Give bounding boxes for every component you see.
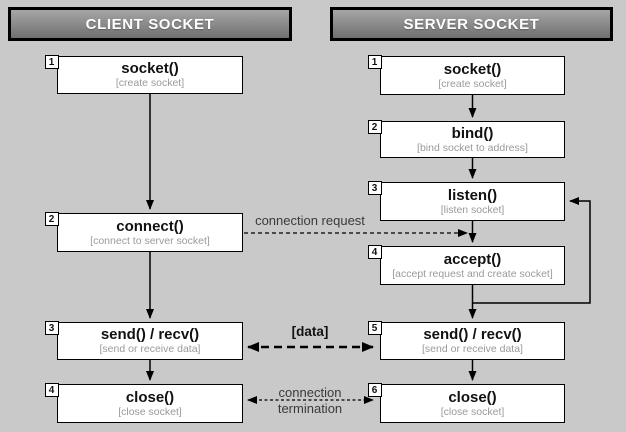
flow-box-server-accept: 4 accept()[accept request and create sock… bbox=[367, 245, 565, 285]
edge-label-termination-line2: termination bbox=[277, 401, 343, 416]
box-title: accept() bbox=[443, 250, 502, 268]
box-subtitle: [create socket] bbox=[438, 77, 507, 90]
box-title: close() bbox=[125, 388, 175, 406]
step-number-badge: 4 bbox=[367, 245, 382, 260]
box-title: connect() bbox=[116, 217, 184, 235]
flow-box-server-close: 6 close()[close socket] bbox=[367, 383, 565, 423]
edge-label-termination-line1: connection bbox=[278, 385, 342, 400]
box-subtitle: [connect to server socket] bbox=[90, 234, 210, 247]
step-number-badge: 5 bbox=[367, 321, 382, 336]
box-subtitle: [listen socket] bbox=[440, 203, 505, 216]
edge-label-data: [data] bbox=[291, 324, 329, 339]
client-socket-header: CLIENT SOCKET bbox=[8, 7, 292, 41]
box-subtitle: [send or receive data] bbox=[422, 343, 523, 355]
step-number-badge: 2 bbox=[44, 212, 59, 227]
box-title: close() bbox=[448, 388, 497, 406]
flow-box-server-listen: 3 listen()[listen socket] bbox=[367, 181, 565, 221]
box-title: bind() bbox=[451, 124, 494, 142]
box-subtitle: [accept request and create socket] bbox=[392, 267, 553, 280]
box-title: socket() bbox=[443, 60, 502, 78]
step-number-badge: 3 bbox=[367, 181, 382, 196]
step-number-badge: 3 bbox=[44, 321, 59, 336]
box-title: listen() bbox=[447, 186, 498, 204]
step-number-badge: 4 bbox=[44, 383, 59, 398]
box-title: send() / recv() bbox=[100, 326, 200, 343]
step-number-badge: 1 bbox=[44, 55, 59, 70]
flow-box-client-sendrecv: 3 send() / recv()[send or receive data] bbox=[44, 321, 243, 360]
flow-box-server-socket: 1 socket()[create socket] bbox=[367, 55, 565, 95]
step-number-badge: 6 bbox=[367, 383, 382, 398]
box-subtitle: [send or receive data] bbox=[99, 343, 201, 355]
flow-box-server-sendrecv: 5 send() / recv()[send or receive data] bbox=[367, 321, 565, 360]
flow-box-client-socket: 1 socket()[create socket] bbox=[44, 55, 243, 94]
step-number-badge: 1 bbox=[367, 55, 382, 70]
box-title: send() / recv() bbox=[423, 326, 522, 343]
edge-label-connection-request: connection request bbox=[255, 213, 365, 228]
box-subtitle: [create socket] bbox=[115, 77, 185, 89]
step-number-badge: 2 bbox=[367, 120, 382, 135]
box-title: socket() bbox=[121, 60, 179, 77]
server-socket-header: SERVER SOCKET bbox=[330, 7, 613, 41]
box-subtitle: [bind socket to address] bbox=[417, 141, 528, 154]
flow-box-server-bind: 2 bind()[bind socket to address] bbox=[367, 120, 565, 158]
box-subtitle: [close socket] bbox=[440, 405, 505, 418]
box-subtitle: [close socket] bbox=[118, 405, 182, 418]
edge-label-connection-termination: connection termination bbox=[245, 385, 375, 416]
flow-box-client-connect: 2 connect()[connect to server socket] bbox=[44, 212, 243, 252]
flow-box-client-close: 4 close()[close socket] bbox=[44, 383, 243, 423]
